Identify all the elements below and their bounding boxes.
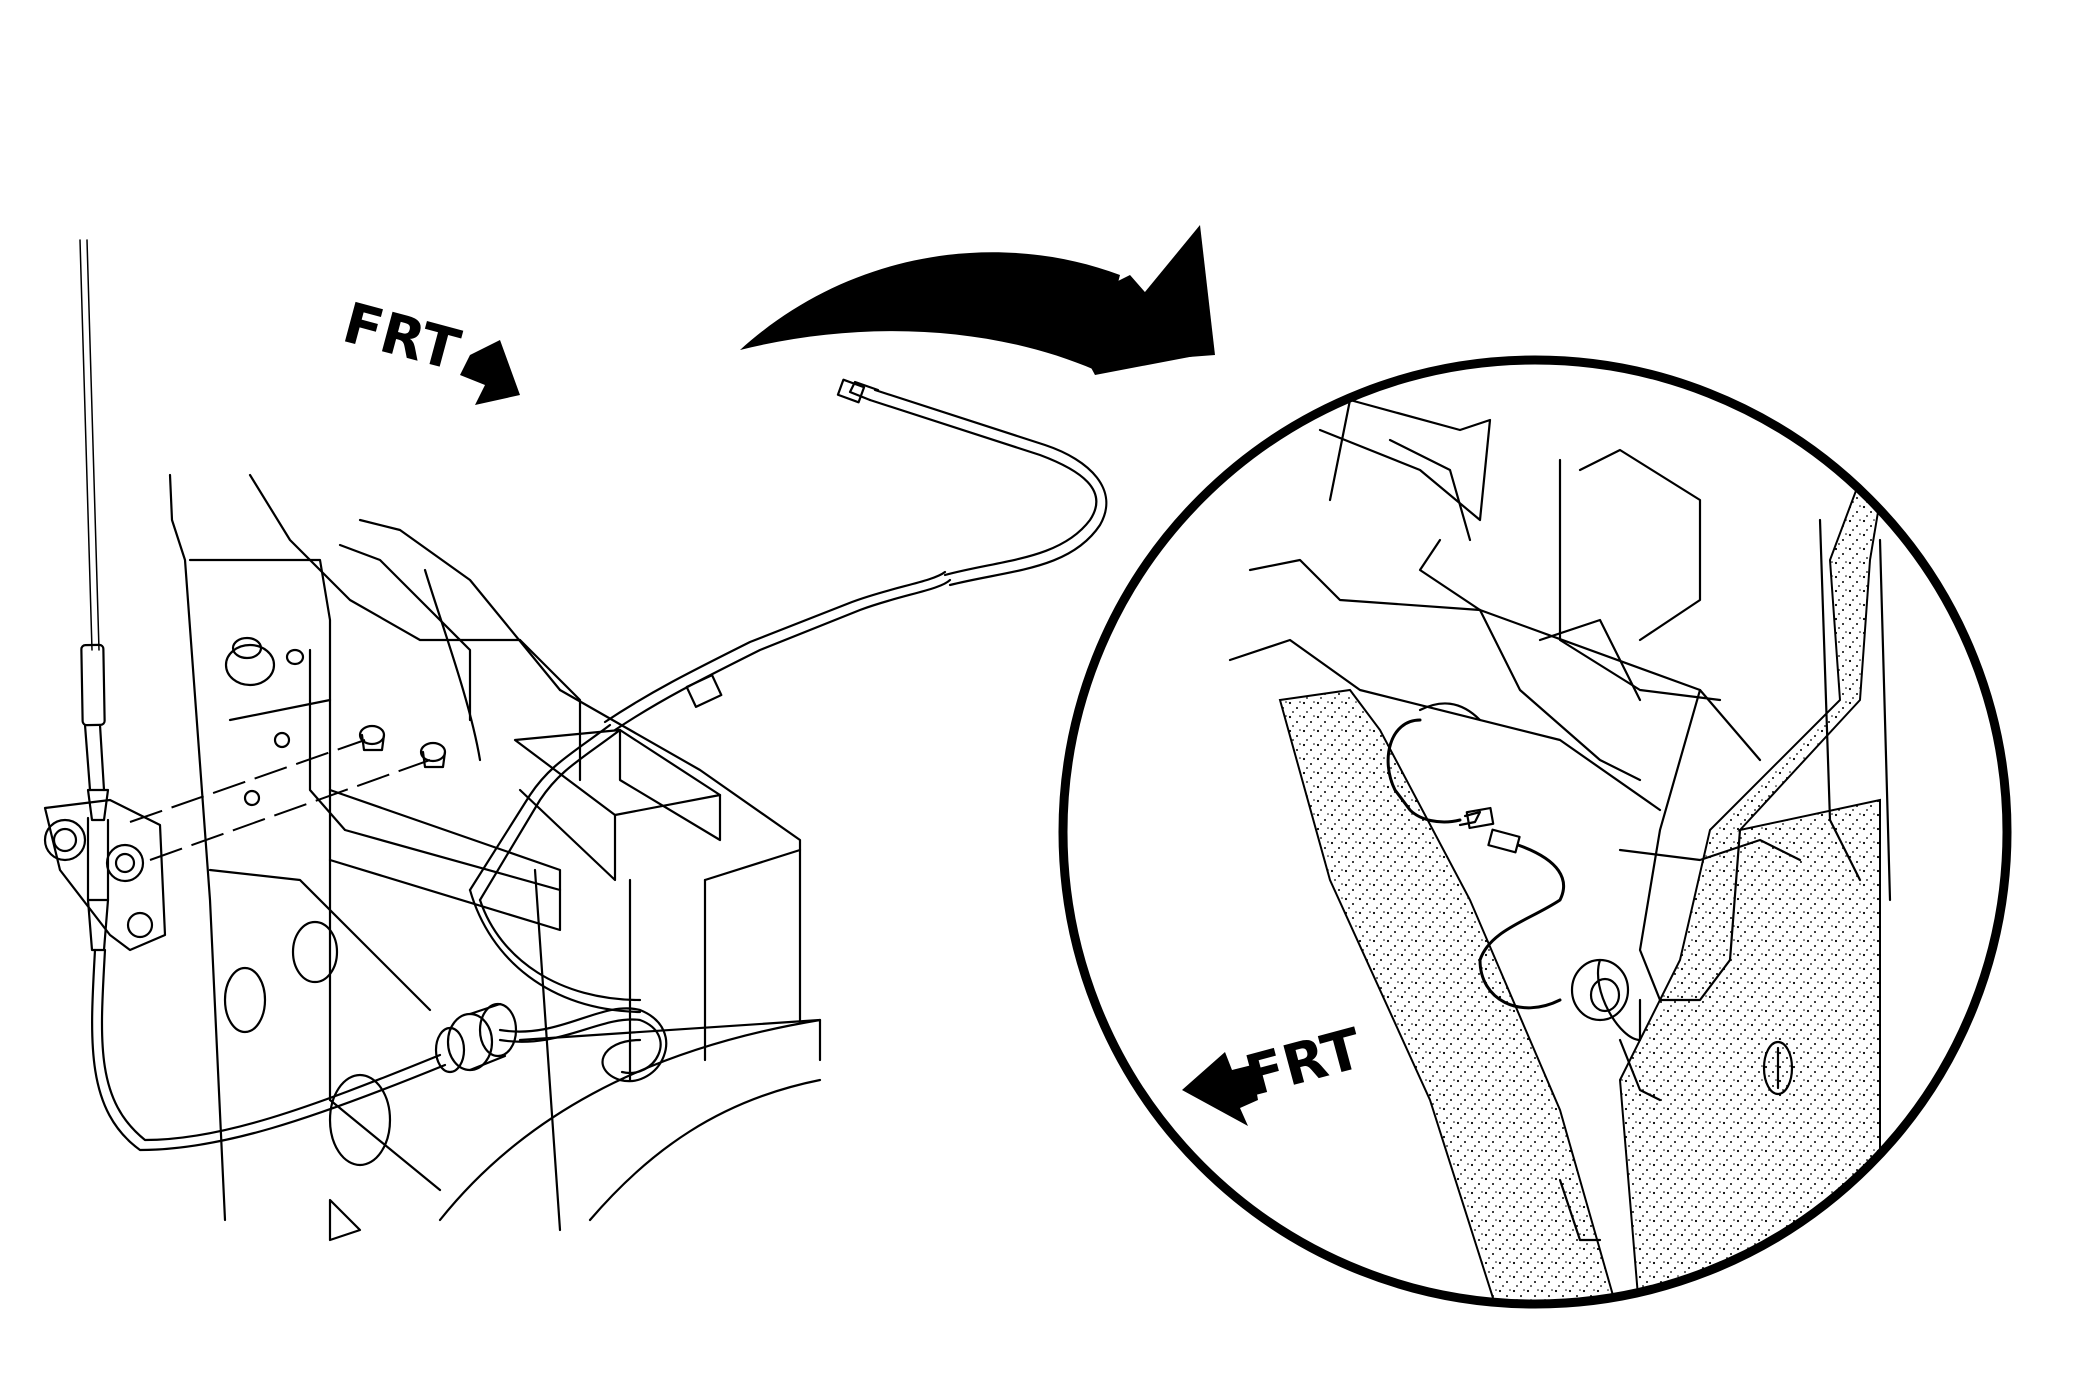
- wheel-arch: [438, 1018, 822, 1222]
- front-arrow-left-icon: [1182, 1052, 1258, 1126]
- foam-area-left: [1278, 688, 1622, 1304]
- antenna-base: [43, 798, 167, 952]
- front-direction-indicator-left: FRT: [336, 291, 520, 405]
- frt-label-right: FRT: [1239, 1016, 1369, 1109]
- panel-holes: [223, 636, 392, 1242]
- front-arrow-icon: [460, 340, 520, 405]
- curved-arrow-icon: [740, 252, 1120, 370]
- mounting-bracket: [513, 728, 722, 882]
- detail-circle-border: [1058, 355, 2012, 1309]
- grommet: [434, 1002, 518, 1074]
- body-panel: [168, 473, 822, 1232]
- main-view: FRT: [43, 239, 1108, 1242]
- antenna-cable-routing: [423, 378, 1108, 1083]
- antenna-cable-lower: [91, 948, 447, 1152]
- detail-view: FRT: [1058, 355, 2012, 1309]
- frt-label-left: FRT: [336, 291, 466, 384]
- front-direction-indicator-right: FRT: [1182, 1016, 1369, 1126]
- mounting-nuts: [129, 724, 447, 861]
- transition-arrow: [740, 225, 1215, 375]
- antenna-mast: [79, 239, 110, 822]
